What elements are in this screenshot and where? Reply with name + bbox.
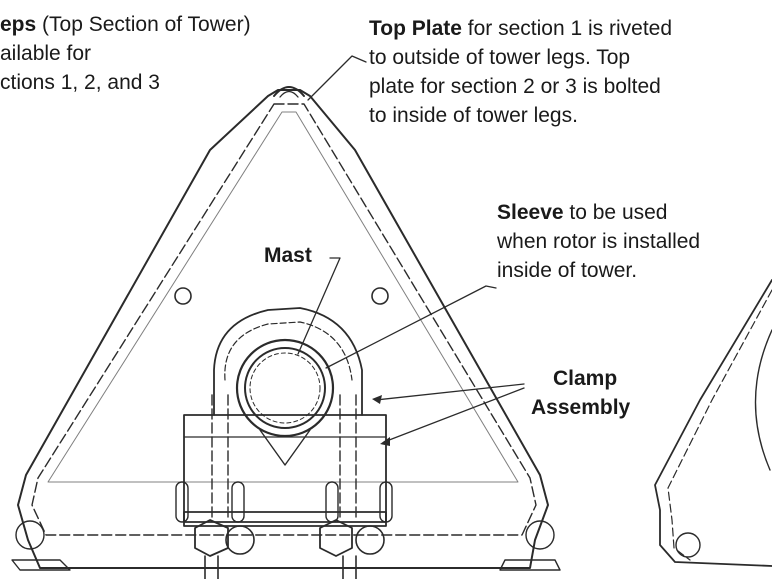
mast-circle [244,347,326,429]
top-plate-label-bold: Top Plate [369,17,462,40]
top-cap [273,86,305,98]
sleeve-label-line2: when rotor is installed [497,230,701,253]
clamp-assembly-label: Clamp Assembly [531,364,630,422]
sleeve-label-bold: Sleeve [497,201,564,224]
caps-label-line2: ailable for [0,42,92,65]
leg-detail-left [11,520,71,571]
caps-label-text: (Top Section of Tower) [36,13,251,36]
clamp-label-line2: Assembly [531,396,631,419]
second-plate-partial [654,279,772,567]
sleeve-label: Sleeve to be used when rotor is installe… [497,198,700,285]
top-plate-label-text: for section 1 is riveted [461,17,673,40]
leader-sleeve [325,285,497,369]
caps-label-bold: eps [0,13,37,36]
plate-hole-left [174,287,192,305]
sleeve-circle [235,338,335,438]
leader-top-plate [307,55,367,101]
top-plate-label-line4: to inside of tower legs. [369,104,578,127]
leader-clamp-1 [375,383,525,401]
plate-hole-right [371,287,389,305]
top-plate-label-line2: to outside of tower legs. Top [369,46,631,69]
mast-label: Mast [264,241,312,270]
mast-label-bold: Mast [264,244,312,267]
caps-label: eps (Top Section of Tower) ailable for c… [0,10,251,97]
top-plate-label-line3: plate for section 2 or 3 is bolted [369,75,661,98]
top-plate-label: Top Plate for section 1 is riveted to ou… [369,14,672,130]
leg-detail-right [499,520,561,571]
clamp-label-line1: Clamp [553,367,618,390]
sleeve-label-line3: inside of tower. [497,259,638,282]
top-plate-triangle [17,89,549,569]
caps-label-line3: ctions 1, 2, and 3 [0,71,160,94]
leader-mast [297,257,341,355]
leader-clamp-2 [383,387,525,443]
sleeve-label-text: to be used [563,201,668,224]
